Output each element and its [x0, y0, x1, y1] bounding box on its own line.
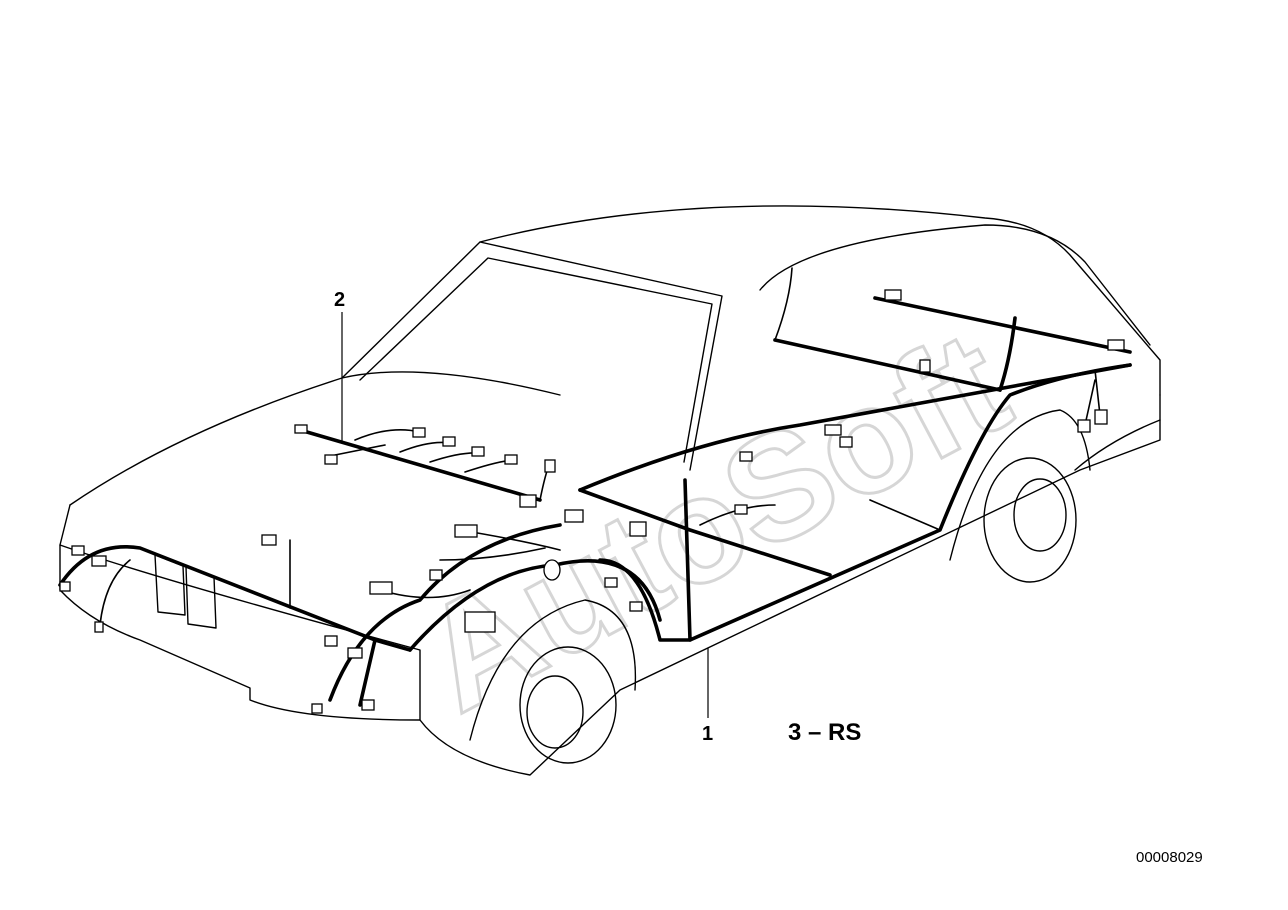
callout-2: 2 — [334, 289, 345, 311]
car-body-outline — [59, 205, 1161, 776]
watermark-text: AutoSoft — [395, 298, 1033, 744]
variant-label: 3 – RS — [788, 719, 861, 746]
callout-1: 1 — [702, 723, 713, 745]
connector-plugs — [59, 289, 1125, 714]
part-number: 00008029 — [1136, 849, 1203, 866]
